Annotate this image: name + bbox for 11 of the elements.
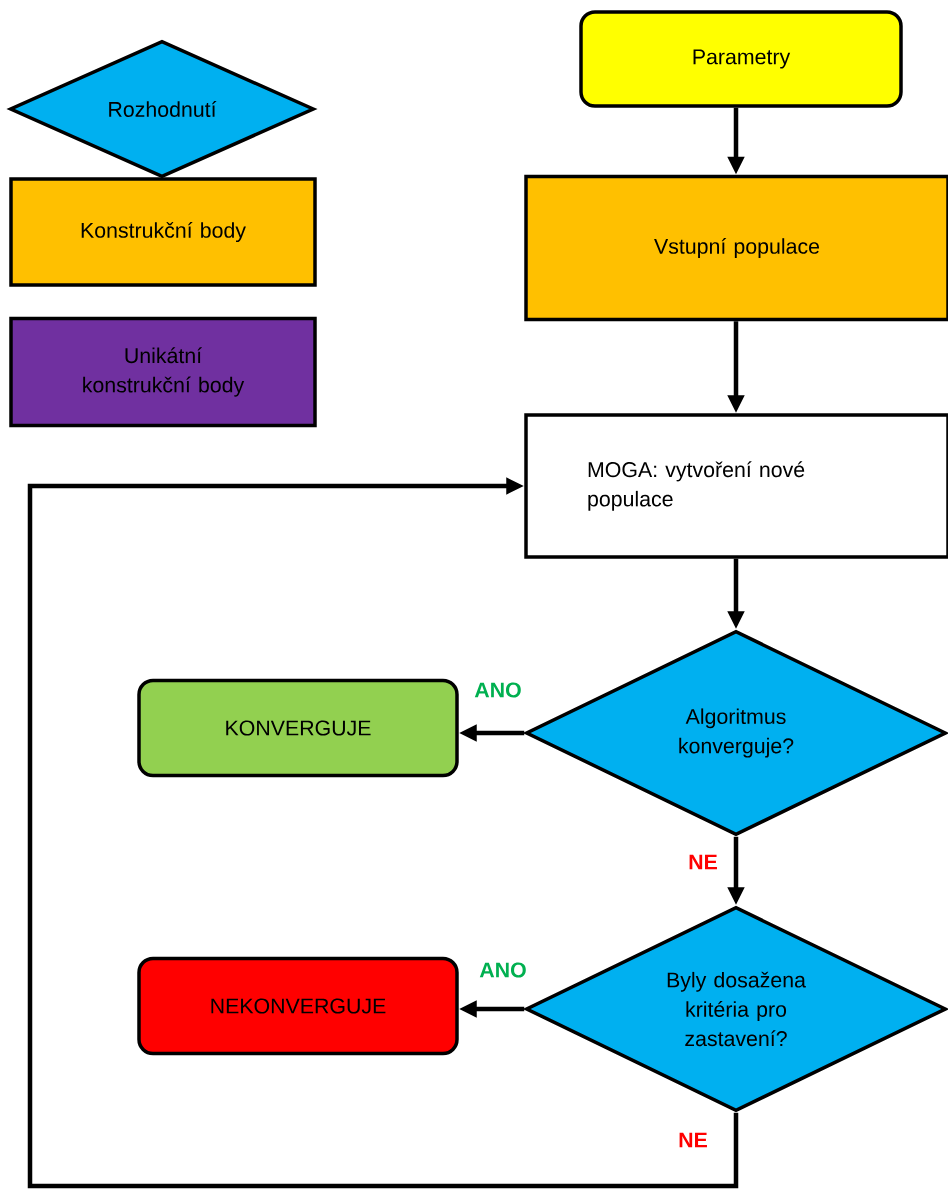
process-box: Vstupní populace (524, 174, 948, 322)
terminal-box: NEKONVERGUJE (137, 956, 459, 1056)
terminal-box: KONVERGUJE (137, 678, 459, 778)
process-box: MOGA: vytvoření nové populace (524, 413, 948, 559)
process-box: Unikátní konstrukční body (9, 316, 317, 428)
arrow (27, 477, 739, 1189)
process-box: Konstrukční body (9, 177, 317, 287)
edge-label: NE (686, 853, 720, 871)
edge-label: ANO (472, 681, 524, 699)
edge-label: NE (676, 1131, 710, 1149)
terminal-box: Parametry (579, 10, 903, 108)
